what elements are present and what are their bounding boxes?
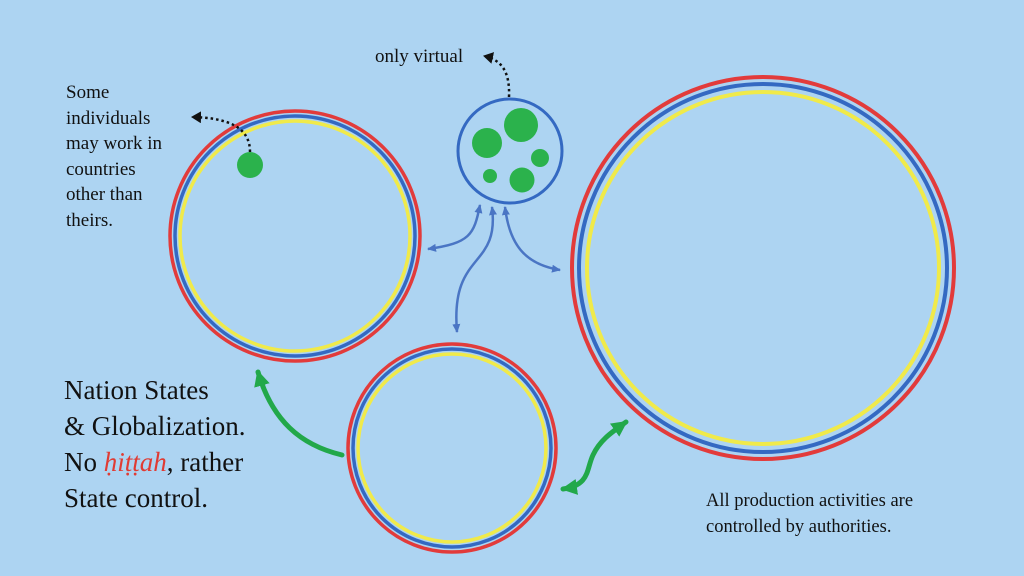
connector-arrow-left [427,204,483,252]
individuals-note-line: theirs. [66,209,113,231]
title-line: & Globalization. [64,411,246,441]
green-arrow-left [254,369,345,458]
individuals-note-line: Some [66,82,110,103]
title-line: Nation States [64,375,209,405]
connector-arrow-bottom [452,206,497,333]
production-note-line: All production activities are [706,491,914,511]
green-arrow-right [560,419,629,495]
nation-circle-large [570,75,956,461]
connector-arrow-right [501,206,561,273]
nation-circle-left [168,109,422,363]
individual-dot [237,152,263,178]
individuals-note-line: other than [66,184,143,206]
title-line-suffix: , rather [166,447,244,477]
pointer-arrow-virtual [483,52,511,98]
production-note-line: controlled by authorities. [706,517,892,537]
title-line-prefix: No [64,447,104,477]
individuals-note: Some individuals may work in countries o… [66,80,196,234]
hittah-term: ḥiṭṭah [103,447,167,477]
label-only-virtual: only virtual [375,46,464,67]
pointer-arrow-individual [191,111,252,153]
individuals-note-line: countries [66,158,136,180]
title-block: Nation States & Globalization. No ḥiṭṭah… [64,372,364,516]
individuals-note-line: individuals [66,107,151,129]
production-note: All production activities are controlled… [706,488,1006,540]
individuals-note-line: may work in [66,133,163,155]
nation-circle-bottom [346,342,558,554]
virtual-circle [456,97,564,205]
virtual-dots [472,108,549,193]
title-line: State control. [64,483,208,513]
